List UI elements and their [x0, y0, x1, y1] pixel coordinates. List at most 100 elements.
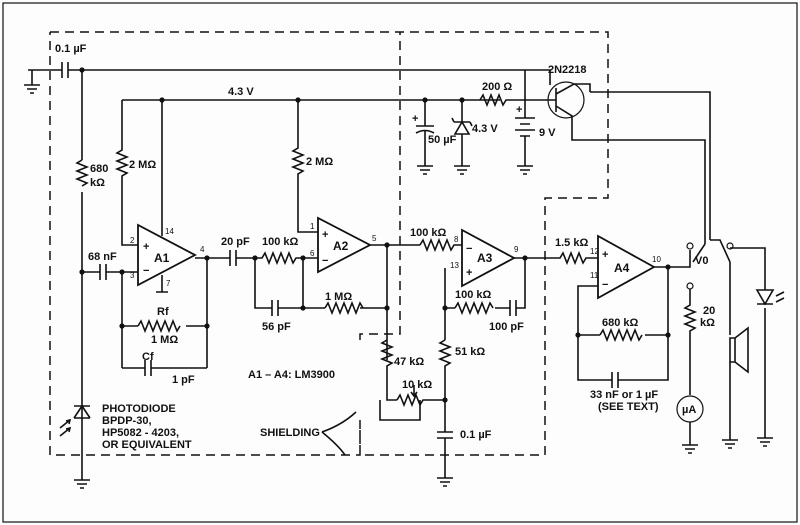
rf-name-label: Rf [157, 306, 169, 318]
a2-pin: 5 [372, 234, 377, 243]
resistor-680k [74, 159, 90, 187]
cap-0-1u-label: 0.1 µF [460, 429, 492, 441]
resistor-1m-a2-label: 1 MΩ [325, 291, 352, 303]
a1-label: A1 [154, 251, 170, 265]
a2-output-wire [370, 244, 420, 360]
transistor-label: 2N2218 [548, 64, 587, 76]
rail-label: 4.3 V [228, 86, 254, 98]
node-dot [119, 323, 125, 329]
cap-0-1u [437, 431, 453, 487]
cap-56p-label: 56 pF [262, 321, 291, 333]
opamp-a2 [317, 216, 372, 274]
ground-50u [417, 165, 433, 175]
resistor-200 [479, 92, 540, 108]
node-dot [665, 332, 671, 338]
a1-pin: 7 [166, 279, 171, 288]
meter-branch [682, 289, 698, 395]
cap-50u-plus: + [412, 113, 418, 125]
resistor-47k [379, 339, 397, 401]
top-supply-wire [82, 69, 551, 85]
a1-minus: − [143, 265, 149, 277]
vo-label: V0 [695, 255, 708, 267]
led-ground [757, 437, 773, 447]
battery-plus: + [516, 104, 522, 116]
a3-pin: 13 [450, 261, 459, 270]
a1-plus: + [143, 241, 149, 253]
a4-minus: − [602, 279, 608, 291]
resistor-100k-a3 [419, 237, 462, 253]
resistor-1m-a2 [324, 300, 364, 316]
a3-label: A3 [477, 251, 493, 265]
cap-input-label: 0.1 µF [55, 43, 87, 55]
node-dot [79, 269, 85, 275]
meter-ground [682, 422, 698, 454]
ground-zener [454, 165, 470, 175]
a1-pin: 4 [200, 245, 205, 254]
input-ground-wire [28, 69, 62, 85]
a3-minus: − [466, 243, 472, 255]
cap-100p [509, 300, 517, 316]
photodiode-ground [74, 470, 90, 489]
switch-contact [686, 242, 694, 250]
resistor-680k-label: 680 kΩ [602, 317, 639, 329]
a3-pin: 8 [454, 235, 459, 244]
cap-50u [415, 100, 435, 166]
a3-pin: 9 [514, 245, 519, 254]
resistor-100k-a3-label: 100 kΩ [410, 227, 447, 239]
cap-a4-label: 33 nF or 1 µF(SEE TEXT) [590, 389, 659, 413]
switch-contact [686, 282, 694, 290]
resistor-680k [599, 327, 643, 343]
resistor-200-label: 200 Ω [482, 81, 512, 93]
cap-68n [82, 264, 138, 280]
rf-value-label: 1 MΩ [151, 334, 178, 346]
resistor-47k-label: 47 kΩ [394, 356, 424, 368]
battery-label: 9 V [539, 127, 556, 139]
node-dot [384, 242, 390, 248]
a4-label: A4 [614, 261, 630, 275]
a4-plus: + [602, 249, 608, 261]
cap-56p [271, 300, 279, 316]
resistor-2m-a1-label: 2 MΩ [129, 159, 156, 171]
speaker-symbol [729, 326, 749, 374]
ground-symbol [24, 84, 40, 94]
resistor-100k-fb3 [454, 300, 494, 316]
opamp-a4 [597, 234, 656, 300]
node-dot [204, 323, 210, 329]
ground-battery [517, 165, 533, 175]
transistor-leads [540, 83, 706, 244]
cap-50u-label: 50 µF [428, 134, 457, 146]
meter-label: µA [682, 404, 696, 416]
a4-pin: 10 [652, 255, 661, 264]
node-dot [300, 305, 306, 311]
a2-pin: 1 [310, 222, 315, 231]
resistor-2m-a2-label: 2 MΩ [306, 156, 333, 168]
node-dot [384, 305, 390, 311]
a4-output-wire [654, 250, 691, 268]
zener-diode [451, 100, 473, 166]
opamp-a1 [137, 223, 197, 287]
photodiode-arrows [65, 418, 72, 433]
a2-label: A2 [333, 239, 349, 253]
speaker-ground [722, 362, 738, 449]
cap-20p-label: 20 pF [221, 236, 250, 248]
resistor-2m-a1 [114, 100, 138, 246]
a1-ground-pin [156, 275, 168, 293]
a1-pin: 14 [165, 227, 174, 236]
a4-pin: 12 [590, 247, 599, 256]
cap-68n-label: 68 nF [88, 251, 117, 263]
node-dot [575, 332, 581, 338]
photodiode-label: PHOTODIODE BPDP-30, HP5082 - 4203, OR EQ… [102, 403, 192, 451]
zener-label: 4.3 V [472, 123, 498, 135]
a2-plus: + [322, 229, 328, 241]
a3-output-wire [514, 250, 598, 266]
a1-pin: 3 [130, 271, 135, 280]
cap-cf [144, 360, 152, 376]
opamp-a3 [461, 228, 516, 288]
output-switch-right [710, 239, 731, 263]
pot-10k-label: 10 kΩ [402, 379, 432, 391]
resistor-51k-label: 51 kΩ [455, 346, 485, 358]
